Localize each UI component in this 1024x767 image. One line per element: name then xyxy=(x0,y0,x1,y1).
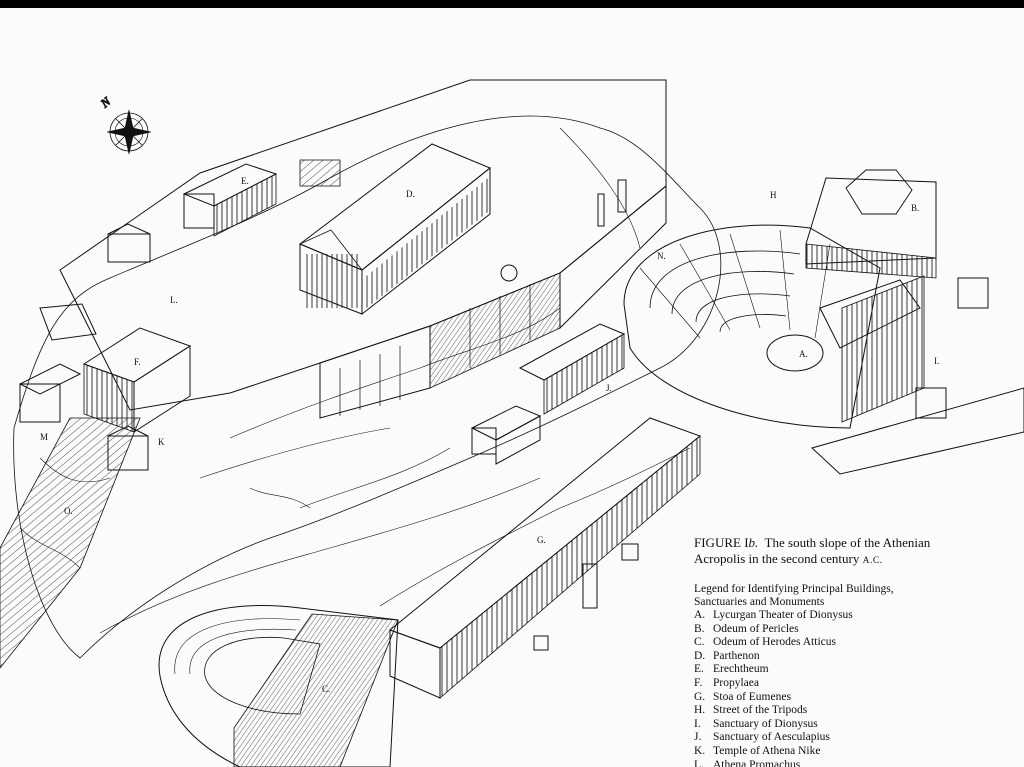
label-A: A. xyxy=(799,349,808,359)
legend-key: L. xyxy=(694,758,704,767)
legend-key: K. xyxy=(694,744,706,757)
figure-title: FIGURE Ib. The south slope of the Atheni… xyxy=(694,535,1014,569)
legend-key: J. xyxy=(694,731,702,744)
legend-key: B. xyxy=(694,622,705,635)
legend-item: I. Sanctuary of Dionysus xyxy=(694,718,1014,732)
legend-key: F. xyxy=(694,676,703,689)
legend-item: K. Temple of Athena Nike xyxy=(694,745,1014,759)
legend-item: C. Odeum of Herodes Atticus xyxy=(694,636,1014,650)
legend-name: Lycurgan Theater of Dionysus xyxy=(713,609,853,621)
legend-item: F. Propylaea xyxy=(694,677,1014,691)
legend-item: B. Odeum of Pericles xyxy=(694,623,1014,637)
legend-key: H. xyxy=(694,704,706,717)
label-K: K xyxy=(158,437,165,447)
legend-item: D. Parthenon xyxy=(694,650,1014,664)
minor-monuments xyxy=(100,180,690,650)
north-label: N xyxy=(97,94,114,111)
legend-list: A. Lycurgan Theater of Dionysus B. Odeum o… xyxy=(694,609,1014,767)
legend-heading-line2: Sanctuaries and Monuments xyxy=(694,596,825,608)
acropolis-drawing: N A. B. C. D. E. F. G. H I. J. K L. M N.… xyxy=(0,8,1024,767)
figure-title-line2: Acropolis in the second century xyxy=(694,551,860,566)
legend-key: E. xyxy=(694,663,704,676)
map-letter-labels: A. B. C. D. E. F. G. H I. J. K L. M N. O… xyxy=(40,176,939,694)
figure-suffix: b. xyxy=(748,535,759,550)
western-stairway xyxy=(0,418,140,668)
odeum-of-pericles xyxy=(806,170,936,278)
label-B: B. xyxy=(911,203,919,213)
legend-name: Sanctuary of Dionysus xyxy=(713,717,818,730)
label-M: M xyxy=(40,432,48,442)
parthenon xyxy=(300,144,490,314)
label-G: G. xyxy=(537,535,546,545)
sanctuary-of-aesculapius xyxy=(472,324,624,464)
legend-item: G. Stoa of Eumenes xyxy=(694,691,1014,705)
legend-key: D. xyxy=(694,649,706,662)
legend-name: Propylaea xyxy=(713,676,759,689)
legend-name: Temple of Athena Nike xyxy=(713,744,821,757)
legend-name: Erechtheum xyxy=(713,663,769,676)
legend-name: Athena Promachus xyxy=(713,758,801,767)
legend-item: H. Street of the Tripods xyxy=(694,704,1014,718)
legend-item: L. Athena Promachus xyxy=(694,759,1014,767)
label-E: E. xyxy=(241,176,249,186)
legend-name: Street of the Tripods xyxy=(713,704,808,717)
label-D: D. xyxy=(406,189,415,199)
propylaea xyxy=(20,304,190,470)
odeum-of-herodes-atticus xyxy=(159,606,398,767)
figure-title-line1: The south slope of the Athenian xyxy=(764,535,931,550)
legend-name: Parthenon xyxy=(713,649,760,662)
book-page: N A. B. C. D. E. F. G. H I. J. K L. M N.… xyxy=(0,8,1024,767)
label-C: C. xyxy=(322,684,330,694)
acropolis-plateau xyxy=(60,80,666,418)
legend-key: A. xyxy=(694,609,706,621)
label-F: F. xyxy=(134,357,141,367)
figure-era: A.C. xyxy=(862,556,883,566)
legend-key: G. xyxy=(694,690,706,703)
theater-of-dionysus xyxy=(624,225,924,428)
legend-key: I. xyxy=(694,717,701,730)
legend-item: J. Sanctuary of Aesculapius xyxy=(694,731,1014,745)
legend-heading: Legend for Identifying Principal Buildin… xyxy=(694,583,1014,609)
legend-name: Stoa of Eumenes xyxy=(713,690,791,703)
label-I: I. xyxy=(934,356,939,366)
legend-item: A. Lycurgan Theater of Dionysus xyxy=(694,609,1014,623)
legend-name: Odeum of Herodes Atticus xyxy=(713,636,836,649)
label-O: O. xyxy=(64,506,73,516)
label-H: H xyxy=(770,190,777,200)
label-N: N. xyxy=(657,251,666,261)
label-J: J. xyxy=(606,383,612,393)
legend-heading-line1: Legend for Identifying Principal Buildin… xyxy=(694,583,894,595)
erechtheum xyxy=(108,164,276,262)
label-L: L. xyxy=(170,295,178,305)
figure-caption: FIGURE Ib. The south slope of the Atheni… xyxy=(694,535,1014,767)
stoa-of-eumenes xyxy=(390,418,700,698)
legend-item: E. Erechtheum xyxy=(694,663,1014,677)
legend-name: Odeum of Pericles xyxy=(713,622,799,635)
legend-key: C. xyxy=(694,636,705,649)
figure-label: FIGURE I xyxy=(694,535,749,550)
compass-rose: N xyxy=(97,93,151,154)
legend-name: Sanctuary of Aesculapius xyxy=(713,731,830,744)
sanctuary-of-dionysus xyxy=(812,278,1024,474)
